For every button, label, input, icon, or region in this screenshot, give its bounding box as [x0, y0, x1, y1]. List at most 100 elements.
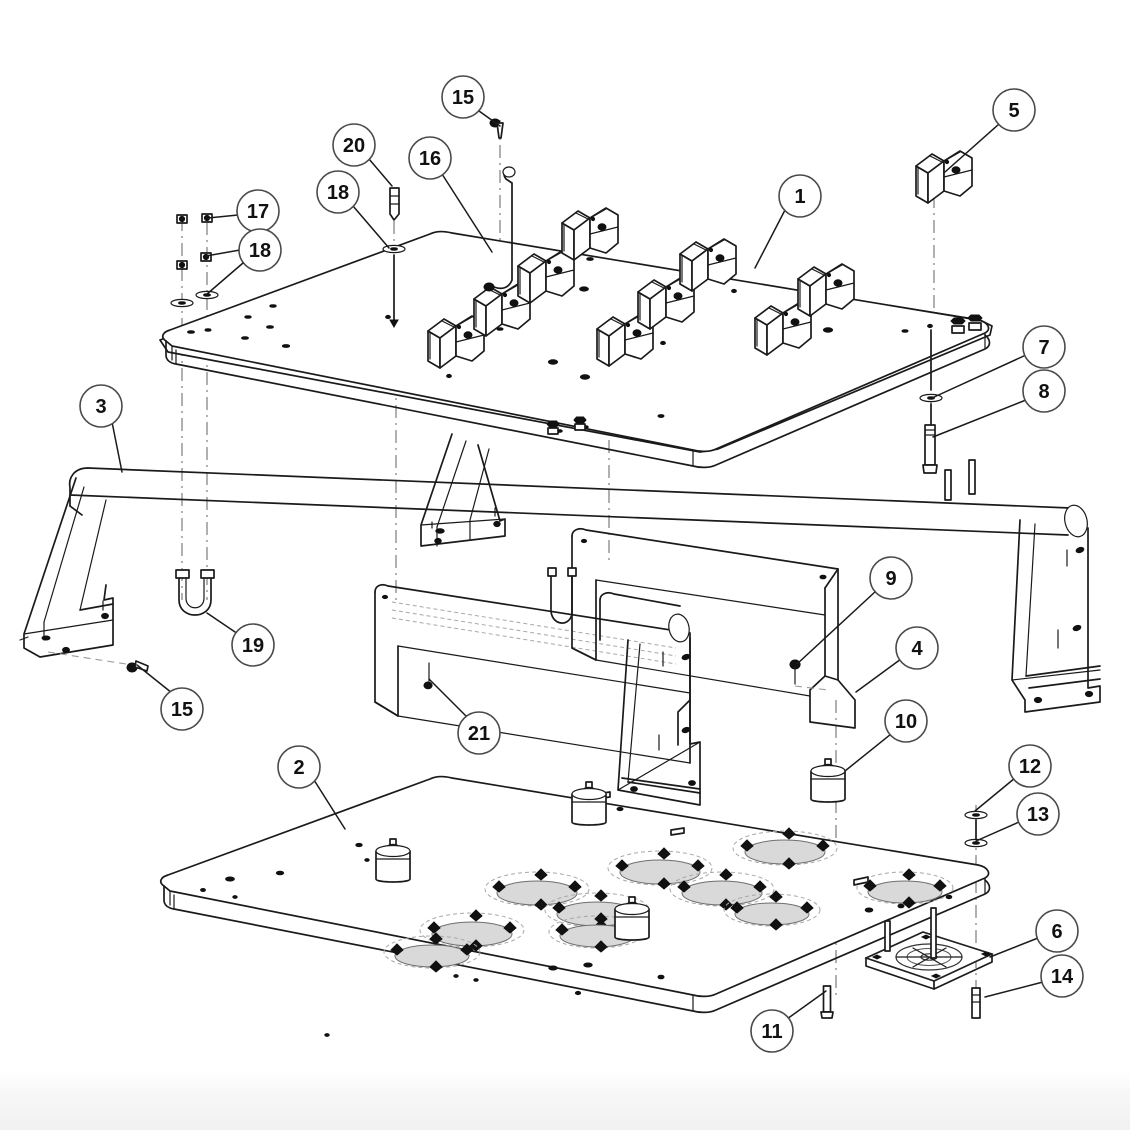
part-left-handle-frame[interactable] — [19, 467, 1091, 658]
part-clamp-bracket[interactable] — [915, 150, 973, 204]
balloon-17[interactable]: 17 — [207, 189, 280, 233]
balloon-5[interactable]: 5 — [944, 88, 1036, 173]
balloon-circle[interactable] — [1040, 954, 1084, 998]
leader-line — [944, 123, 1000, 173]
leader-line — [786, 990, 827, 1020]
balloon-circle[interactable] — [778, 174, 822, 218]
balloon-circle[interactable] — [277, 745, 321, 789]
leader-line — [352, 205, 390, 249]
balloon-circle[interactable] — [332, 123, 376, 167]
part-machine-screw[interactable] — [820, 985, 834, 1019]
part-u-bolt[interactable] — [175, 569, 215, 616]
balloon-circle[interactable] — [238, 228, 282, 272]
balloon-circle[interactable] — [79, 384, 123, 428]
balloon-label: 20 — [343, 135, 365, 157]
part-nut-washer-stack[interactable] — [170, 213, 219, 308]
balloon-12[interactable]: 12 — [974, 744, 1052, 812]
balloon-9[interactable]: 9 — [796, 556, 913, 665]
leader-line — [205, 249, 241, 257]
balloon-10[interactable]: 10 — [844, 699, 928, 772]
balloon-circle[interactable] — [884, 699, 928, 743]
balloon-label: 2 — [293, 757, 304, 779]
balloon-15[interactable]: 15 — [136, 664, 204, 731]
balloon-circle[interactable] — [160, 687, 204, 731]
right-leg-assembly — [944, 459, 1101, 713]
center-post-assembly — [547, 567, 701, 806]
balloon-circle[interactable] — [1008, 744, 1052, 788]
part-spring-pin[interactable] — [389, 187, 400, 221]
balloon-label: 17 — [247, 201, 269, 223]
balloon-circle[interactable] — [895, 626, 939, 670]
part-washer-nut-right[interactable] — [964, 810, 988, 848]
leader-line — [136, 664, 173, 694]
top-plate-holes — [187, 257, 983, 435]
balloon-circle[interactable] — [869, 556, 913, 600]
balloon-16[interactable]: 16 — [408, 136, 493, 253]
balloon-label: 13 — [1027, 804, 1049, 826]
balloon-18[interactable] — [206, 262, 244, 295]
part-center-channel-bracket[interactable] — [374, 583, 691, 764]
leader-line — [368, 158, 393, 187]
top-plate-gussets — [420, 433, 506, 547]
balloon-20[interactable]: 20 — [332, 123, 393, 187]
balloon-label: 6 — [1051, 921, 1062, 943]
balloon-19[interactable]: 19 — [206, 612, 275, 667]
leader-line — [206, 612, 239, 635]
balloon-circle[interactable] — [316, 170, 360, 214]
part-washer-bolt-right[interactable] — [919, 329, 943, 474]
balloon-4[interactable]: 4 — [855, 626, 939, 693]
balloon-label: 18 — [327, 182, 349, 204]
balloon-7[interactable]: 7 — [931, 325, 1066, 399]
balloon-circle[interactable] — [457, 711, 501, 755]
leader-line — [975, 821, 1020, 842]
balloon-circle[interactable] — [408, 136, 452, 180]
balloon-18[interactable]: 18 — [316, 170, 390, 249]
balloon-label: 16 — [419, 148, 441, 170]
balloon-circle[interactable] — [992, 88, 1036, 132]
balloon-label: 1 — [794, 186, 805, 208]
part-fan-module[interactable] — [864, 907, 994, 990]
part-isolator-mount[interactable] — [810, 758, 846, 803]
balloon-label: 9 — [885, 568, 896, 590]
balloon-label: 11 — [761, 1021, 782, 1043]
balloon-callouts[interactable]: 15 5 20 16 18 1 17 18 7 8 3 9 19 4 15 21 10 2 12 13 6 14 11 — [79, 75, 1084, 1053]
balloon-15[interactable]: 15 — [441, 75, 501, 127]
leader-line — [974, 777, 1016, 812]
balloon-13[interactable]: 13 — [975, 792, 1060, 842]
leader-line — [111, 421, 123, 473]
balloon-14[interactable]: 14 — [984, 954, 1084, 998]
balloon-label: 8 — [1038, 381, 1049, 403]
part-lower-shoulder-screw[interactable] — [47, 651, 149, 673]
balloon-6[interactable]: 6 — [989, 909, 1079, 958]
part-washer-under-pin[interactable] — [382, 244, 406, 329]
leader-line — [478, 110, 501, 127]
balloon-11[interactable]: 11 — [750, 990, 827, 1053]
leader-line — [441, 173, 493, 253]
leader-line — [931, 354, 1027, 399]
balloon-label: 7 — [1038, 337, 1049, 359]
balloon-21[interactable]: 21 — [428, 678, 501, 755]
part-right-channel-bracket[interactable] — [571, 527, 856, 729]
balloon-label: 15 — [171, 699, 193, 721]
balloon-circle[interactable] — [441, 75, 485, 119]
balloon-circle[interactable] — [1035, 909, 1079, 953]
balloon-circle[interactable] — [750, 1009, 794, 1053]
balloon-3[interactable]: 3 — [79, 384, 123, 473]
balloon-circle[interactable] — [1022, 325, 1066, 369]
leader-line — [984, 981, 1044, 998]
balloon-label: 15 — [452, 87, 474, 109]
balloon-2[interactable]: 2 — [277, 745, 346, 830]
balloon-circle[interactable] — [1016, 792, 1060, 836]
balloon-label: 19 — [242, 635, 264, 657]
balloon-1[interactable]: 1 — [754, 174, 822, 269]
part-top-plate[interactable] — [159, 230, 993, 469]
balloon-18[interactable]: 18 — [205, 228, 282, 272]
balloon-circle[interactable] — [1022, 369, 1066, 413]
balloon-8[interactable]: 8 — [932, 369, 1066, 438]
part-bottom-plate[interactable] — [159, 775, 991, 1037]
balloon-label: 12 — [1019, 756, 1041, 778]
part-stud-screw[interactable] — [971, 987, 981, 1019]
balloon-circle[interactable] — [231, 623, 275, 667]
